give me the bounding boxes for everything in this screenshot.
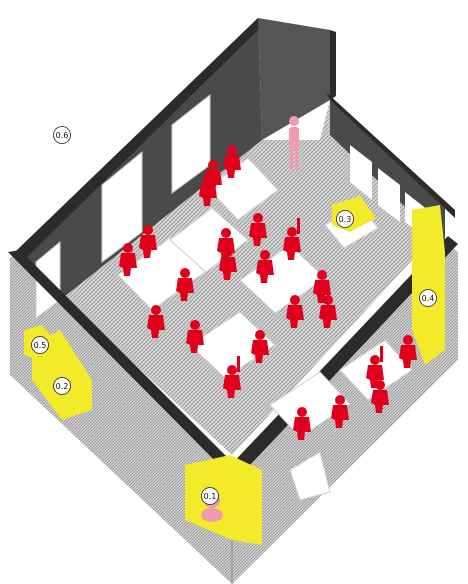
student-figure [313, 270, 331, 303]
teacher-figure [289, 116, 299, 170]
window-5 [378, 168, 400, 222]
room-label-0.1: 0.1 [201, 487, 219, 505]
svg-text:0.2: 0.2 [56, 382, 69, 391]
room-label-0.5: 0.5 [31, 336, 49, 354]
room-label-0.3: 0.3 [336, 210, 354, 228]
cabinet-0.1 [185, 455, 262, 545]
student-figure [256, 250, 274, 283]
student-figure [331, 395, 349, 428]
student-figure [283, 218, 301, 260]
svg-text:0.4: 0.4 [422, 294, 435, 303]
left-wall-windows [35, 93, 211, 319]
desks [117, 157, 413, 501]
svg-text:0.6: 0.6 [56, 131, 69, 140]
desk-3 [169, 207, 249, 273]
cabinet-0.4 [412, 205, 445, 365]
desk-9 [289, 451, 331, 501]
student-figure [399, 335, 417, 368]
student-figure [371, 380, 389, 413]
student-figure [319, 295, 337, 328]
student-figure [251, 330, 269, 363]
room-label-0.4: 0.4 [419, 289, 437, 307]
student-figure [139, 225, 157, 258]
student-figure [147, 305, 165, 338]
student-figure [199, 164, 217, 206]
student-figure [176, 268, 194, 301]
student-figure [119, 243, 137, 276]
svg-text:0.3: 0.3 [339, 215, 352, 224]
student-figure [223, 356, 241, 398]
student-figure [366, 346, 384, 388]
student-figure [219, 247, 237, 280]
yellow-furniture [24, 196, 445, 545]
desk-6 [269, 371, 351, 438]
desk-2 [117, 237, 206, 311]
student-figure [223, 145, 241, 178]
room-label-0.6: 0.6 [53, 126, 71, 144]
window-4 [350, 145, 372, 200]
svg-text:0.1: 0.1 [204, 492, 217, 501]
svg-text:0.5: 0.5 [34, 341, 47, 350]
student-figure [186, 320, 204, 353]
room-label-0.2: 0.2 [53, 377, 71, 395]
students [119, 145, 417, 440]
student-figure [293, 407, 311, 440]
student-figure [249, 213, 267, 246]
student-figure [286, 295, 304, 328]
back-wall-corner [258, 18, 336, 140]
desk-5 [189, 311, 276, 379]
window-1 [101, 150, 143, 263]
